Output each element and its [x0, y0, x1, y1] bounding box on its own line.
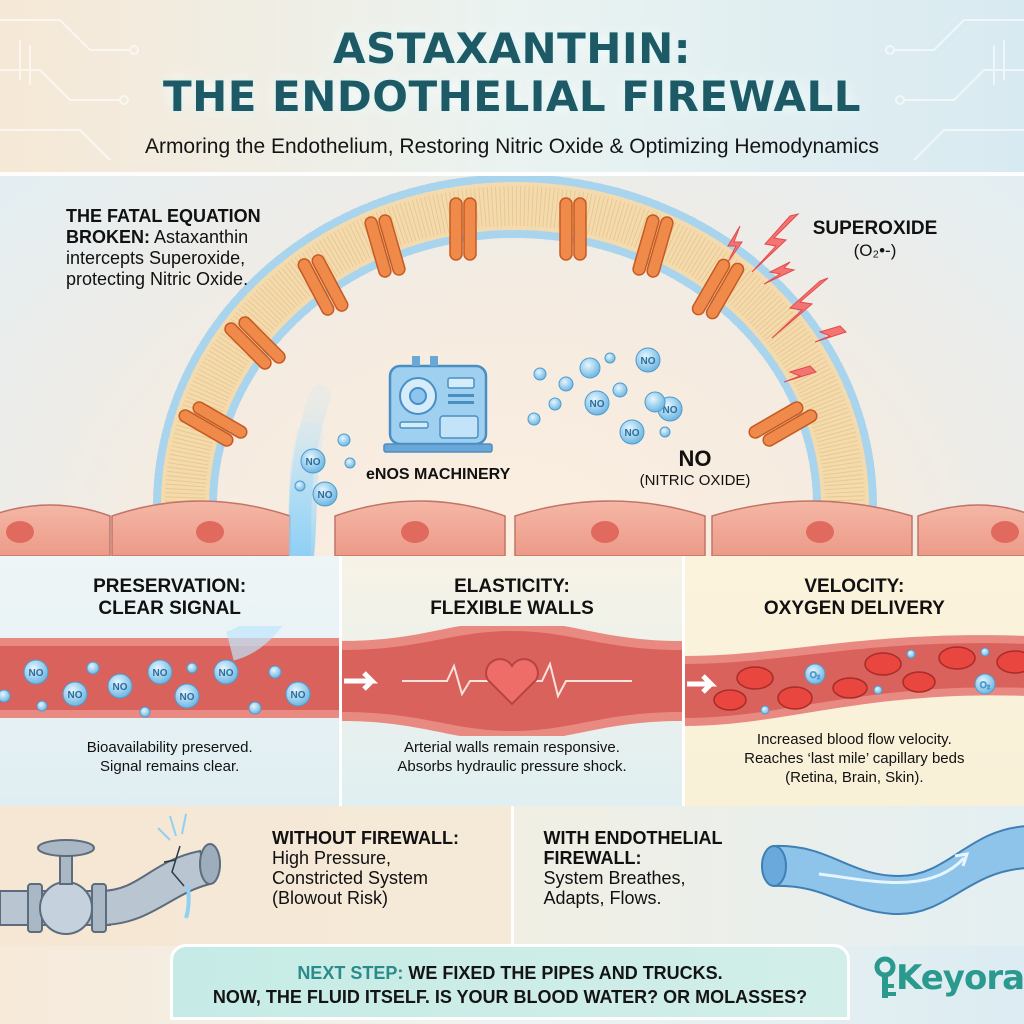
panel-preservation: PRESERVATION: CLEAR SIGNAL NO NO NO NO N… [0, 556, 343, 806]
panel-desc-line: Bioavailability preserved. [86, 739, 253, 756]
bubble-icon [294, 352, 671, 492]
svg-text:NO: NO [29, 668, 44, 679]
no-subtitle: (NITRIC OXIDE) [639, 472, 751, 489]
next-step-accent: NEXT STEP: [297, 963, 404, 983]
key-icon [874, 956, 896, 998]
panel-elasticity: ELASTICITY: FLEXIBLE WALLS Arterial wall… [342, 556, 685, 806]
panel-title: PRESERVATION: CLEAR SIGNAL [0, 576, 339, 620]
circuit-decoration-icon [885, 19, 1024, 161]
panel-desc-line: (Retina, Brain, Skin). [785, 769, 924, 786]
circuit-decoration-icon [0, 19, 139, 161]
red-blood-cells-icon: O₂ O₂ [684, 635, 1024, 726]
with-heading: WITH ENDOTHELIAL [543, 828, 723, 848]
svg-text:O₂: O₂ [979, 680, 990, 690]
panel-desc-line: Absorbs hydraulic pressure shock. [397, 758, 627, 775]
membrane-protein-icon [178, 197, 818, 447]
svg-text:NO: NO [306, 457, 321, 468]
panel-title: ELASTICITY: FLEXIBLE WALLS [342, 576, 681, 620]
benefit-panels: PRESERVATION: CLEAR SIGNAL NO NO NO NO N… [0, 556, 1024, 806]
svg-text:NO: NO [180, 692, 195, 703]
without-firewall-panel: WITHOUT FIREWALL: High Pressure, Constri… [0, 806, 514, 946]
svg-text:NO: NO [641, 356, 656, 367]
no-title: NO [678, 446, 712, 471]
panel-title-line: ELASTICITY: [454, 576, 570, 597]
enos-machine-icon [383, 356, 493, 453]
cell-membrane-illustration: NO NO NO NO NO NO [0, 176, 1024, 556]
superoxide-formula: (O₂•-) [853, 241, 897, 260]
svg-text:NO: NO [663, 405, 678, 416]
page-title-line1: ASTAXANTHIN: [332, 24, 692, 73]
panel-title-line: CLEAR SIGNAL [98, 598, 241, 619]
heart-icon [485, 658, 540, 706]
panel-description: Increased blood flow velocity. Reaches ‘… [685, 730, 1024, 787]
svg-text:NO: NO [625, 428, 640, 439]
without-line: (Blowout Risk) [272, 888, 389, 908]
membrane-section: NO NO NO NO NO NO THE FATAL EQUATION BRO… [0, 176, 1024, 556]
svg-text:NO: NO [113, 682, 128, 693]
superoxide-label: SUPEROXIDE (O₂•-) [790, 218, 960, 262]
svg-text:NO: NO [590, 399, 605, 410]
superoxide-title: SUPEROXIDE [812, 218, 938, 239]
flexible-vessel-icon [342, 626, 682, 736]
next-step-line2: NOW, THE FLUID ITSELF. IS YOUR BLOOD WAT… [212, 987, 808, 1007]
svg-text:NO: NO [219, 668, 234, 679]
no-vessel-icon: NO NO NO NO NO NO NO [0, 626, 340, 718]
with-line: Adapts, Flows. [543, 888, 662, 908]
next-step-banner: NEXT STEP: WE FIXED THE PIPES AND TRUCKS… [170, 944, 850, 1020]
enos-label: eNOS MACHINERY [366, 466, 511, 483]
panel-title-line: OXYGEN DELIVERY [763, 598, 945, 619]
page-title-line2: THE ENDOTHELIAL FIREWALL [162, 72, 862, 121]
superoxide-bolt-icon [727, 213, 847, 383]
panel-desc-line: Reaches ‘last mile’ capillary beds [744, 750, 965, 767]
panel-title-line: VELOCITY: [804, 576, 905, 597]
panel-title-line: FLEXIBLE WALLS [430, 598, 594, 619]
page-subtitle: Armoring the Endothelium, Restoring Nitr… [144, 135, 880, 158]
fatal-body: Astaxanthin intercepts Superoxide, prote… [66, 227, 249, 289]
svg-text:NO: NO [318, 490, 333, 501]
brand-logo: Keyora [870, 956, 1024, 1000]
panel-description: Bioavailability preserved. Signal remain… [0, 738, 339, 776]
flexible-tube-icon [760, 825, 1024, 916]
panel-velocity: VELOCITY: OXYGEN DELIVERY O₂ O₂ Increase… [684, 556, 1024, 806]
svg-text:O₂: O₂ [809, 670, 820, 680]
comparison-row: WITHOUT FIREWALL: High Pressure, Constri… [0, 806, 1024, 946]
svg-text:NO: NO [291, 690, 306, 701]
no-molecule-icon: NO NO NO NO NO NO [300, 347, 683, 507]
panel-description: Arterial walls remain responsive. Absorb… [342, 738, 681, 776]
with-firewall-panel: WITH ENDOTHELIAL FIREWALL: System Breath… [513, 806, 1024, 946]
with-line: System Breathes, [543, 868, 686, 888]
svg-text:NO: NO [153, 668, 168, 679]
without-line: High Pressure, [272, 848, 392, 868]
fatal-equation-text: THE FATAL EQUATION BROKEN: Astaxanthin i… [66, 206, 326, 290]
panel-desc-line: Signal remains clear. [100, 758, 240, 775]
cracked-pipe-icon [0, 813, 221, 935]
svg-text:NO: NO [68, 690, 83, 701]
panel-title: VELOCITY: OXYGEN DELIVERY [685, 576, 1024, 620]
endothelial-cells-icon [0, 500, 1024, 556]
without-heading: WITHOUT FIREWALL: [272, 828, 459, 848]
panel-desc-line: Increased blood flow velocity. [756, 731, 952, 748]
with-firewall-text: WITH ENDOTHELIAL FIREWALL: System Breath… [544, 828, 723, 908]
panel-desc-line: Arterial walls remain responsive. [404, 739, 620, 756]
fatal-heading: THE FATAL EQUATION BROKEN: [66, 206, 261, 247]
with-heading: FIREWALL: [543, 848, 642, 868]
next-step-line1: WE FIXED THE PIPES AND TRUCKS. [403, 963, 723, 983]
header: ASTAXANTHIN: THE ENDOTHELIAL FIREWALL Ar… [0, 0, 1024, 176]
panel-title-line: PRESERVATION: [93, 576, 247, 597]
without-line: Constricted System [272, 868, 429, 888]
no-label: NO (NITRIC OXIDE) [625, 446, 765, 489]
brand-name: Keyora [896, 958, 1024, 998]
without-firewall-text: WITHOUT FIREWALL: High Pressure, Constri… [272, 828, 459, 908]
divider [0, 172, 1024, 176]
